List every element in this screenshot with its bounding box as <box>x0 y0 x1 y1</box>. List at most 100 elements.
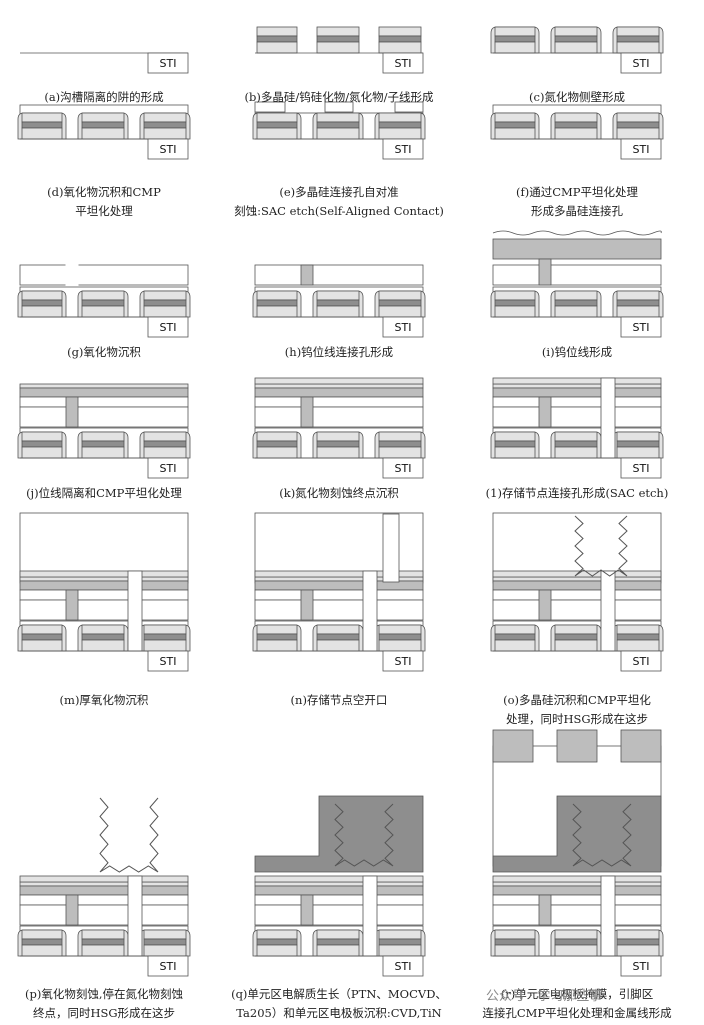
tungsten-silicide <box>378 299 422 307</box>
storage-node-contact <box>127 875 143 957</box>
tungsten-silicide <box>81 633 125 641</box>
sti-label: STI <box>633 143 650 156</box>
caption-line: 形成多晶硅连接孔 <box>531 204 623 218</box>
nitride-cap <box>616 929 660 940</box>
sti-label: STI <box>633 655 650 668</box>
nitride-cap <box>554 624 598 635</box>
sti-box <box>620 650 662 672</box>
tungsten-bitline <box>492 387 662 398</box>
sti-label: STI <box>395 57 412 70</box>
mid-oxide <box>254 599 424 621</box>
tungsten-silicide <box>494 121 536 129</box>
panel-f: STI <box>490 104 664 160</box>
nitride-etch-stop <box>254 377 424 385</box>
nitride-etch-stop <box>19 875 189 883</box>
metal-line <box>556 729 598 763</box>
caption-line: (i)钨位线形成 <box>541 345 613 359</box>
nitride-cap <box>143 112 187 123</box>
tungsten-layer <box>492 238 662 260</box>
tungsten-silicide <box>256 440 298 448</box>
caption-line: (d)氧化物沉积和CMP <box>47 185 161 199</box>
caption-line: (b)多晶硅/钨硅化物/氮化物/子线形成 <box>244 90 434 104</box>
bitline-contact <box>65 396 79 428</box>
caption-line: (p)氧化物刻蚀,停在氮化物刻蚀 <box>25 987 183 1001</box>
tungsten-silicide <box>494 35 536 43</box>
panel-p: STI <box>17 797 191 977</box>
caption-o: (o)多晶硅沉积和CMP平坦化处理，同时HSG形成在这步 <box>463 691 691 729</box>
contact-opening <box>65 264 79 286</box>
bitline-cap <box>492 881 662 887</box>
bitline-oxide <box>19 396 189 408</box>
deposition-surface <box>492 230 662 236</box>
nitride-cap <box>81 929 125 940</box>
tungsten-silicide <box>256 299 298 307</box>
mid-oxide <box>19 904 189 926</box>
polysilicon-gate <box>143 446 187 459</box>
tungsten-silicide <box>316 633 360 641</box>
bitline-cap <box>254 881 424 887</box>
nitride-cap <box>256 624 298 635</box>
nitride-cap <box>316 26 360 37</box>
bitline-cap <box>19 576 189 582</box>
polysilicon-gate <box>616 305 660 318</box>
panel-q: STI <box>252 795 426 977</box>
polysilicon-gate <box>143 127 187 140</box>
caption-line: 终点，同时HSG形成在这步 <box>32 1006 176 1020</box>
sti-label: STI <box>160 143 177 156</box>
polysilicon-gate <box>256 639 298 652</box>
tungsten-silicide <box>494 633 536 641</box>
bitline-oxide <box>19 894 189 906</box>
photoresist <box>394 101 424 113</box>
sti-box <box>382 138 424 160</box>
polysilicon-gate <box>256 305 298 318</box>
hsg-storage-node <box>572 803 632 867</box>
polysilicon-gate <box>554 639 598 652</box>
nitride-cap <box>494 929 536 940</box>
bitline-contact <box>538 589 552 621</box>
sti-label: STI <box>633 321 650 334</box>
polysilicon-gate <box>616 639 660 652</box>
caption-g: (g)氧化物沉积 <box>0 343 218 362</box>
tungsten-bitline <box>492 580 662 591</box>
caption-line: (f)通过CMP平坦化处理 <box>515 185 639 199</box>
polysilicon-gate <box>554 446 598 459</box>
tungsten-silicide <box>81 440 125 448</box>
mid-oxide <box>254 904 424 926</box>
caption-l: (1)存储节点连接孔形成(SAC etch) <box>463 484 691 503</box>
tungsten-silicide <box>143 440 187 448</box>
polysilicon-gate <box>616 944 660 957</box>
cell-plate-electrode <box>254 795 424 873</box>
panel-d: STI <box>17 104 191 160</box>
sti-box <box>147 457 189 479</box>
tungsten-silicide <box>616 440 660 448</box>
mid-oxide <box>492 904 662 926</box>
tungsten-silicide <box>256 633 298 641</box>
caption-line: (a)沟槽隔离的阱的形成 <box>44 90 164 104</box>
hsg-storage-node <box>574 515 628 577</box>
tungsten-silicide <box>554 440 598 448</box>
sti-box <box>382 650 424 672</box>
bitline-contact <box>538 894 552 926</box>
nitride-cap <box>378 624 422 635</box>
tungsten-silicide <box>21 121 63 129</box>
nitride-etch-stop <box>492 377 662 385</box>
polysilicon-gate <box>494 446 536 459</box>
nitride-cap <box>143 431 187 442</box>
polysilicon-gate <box>494 41 536 54</box>
tungsten-silicide <box>554 633 598 641</box>
tungsten-silicide <box>316 299 360 307</box>
nitride-cap <box>494 290 536 301</box>
tungsten-silicide <box>494 299 536 307</box>
tungsten-silicide <box>616 938 660 946</box>
tungsten-silicide <box>143 938 187 946</box>
metal-line <box>492 729 534 763</box>
polysilicon-gate <box>494 305 536 318</box>
sti-box <box>620 316 662 338</box>
nitride-cap <box>616 431 660 442</box>
caption-line: (h)钨位线连接孔形成 <box>284 345 394 359</box>
panel-g: STI <box>17 264 191 338</box>
caption-m: (m)厚氧化物沉积 <box>0 691 218 710</box>
nitride-cap <box>378 26 422 37</box>
bitline-oxide <box>492 396 662 408</box>
polysilicon-gate <box>81 944 125 957</box>
